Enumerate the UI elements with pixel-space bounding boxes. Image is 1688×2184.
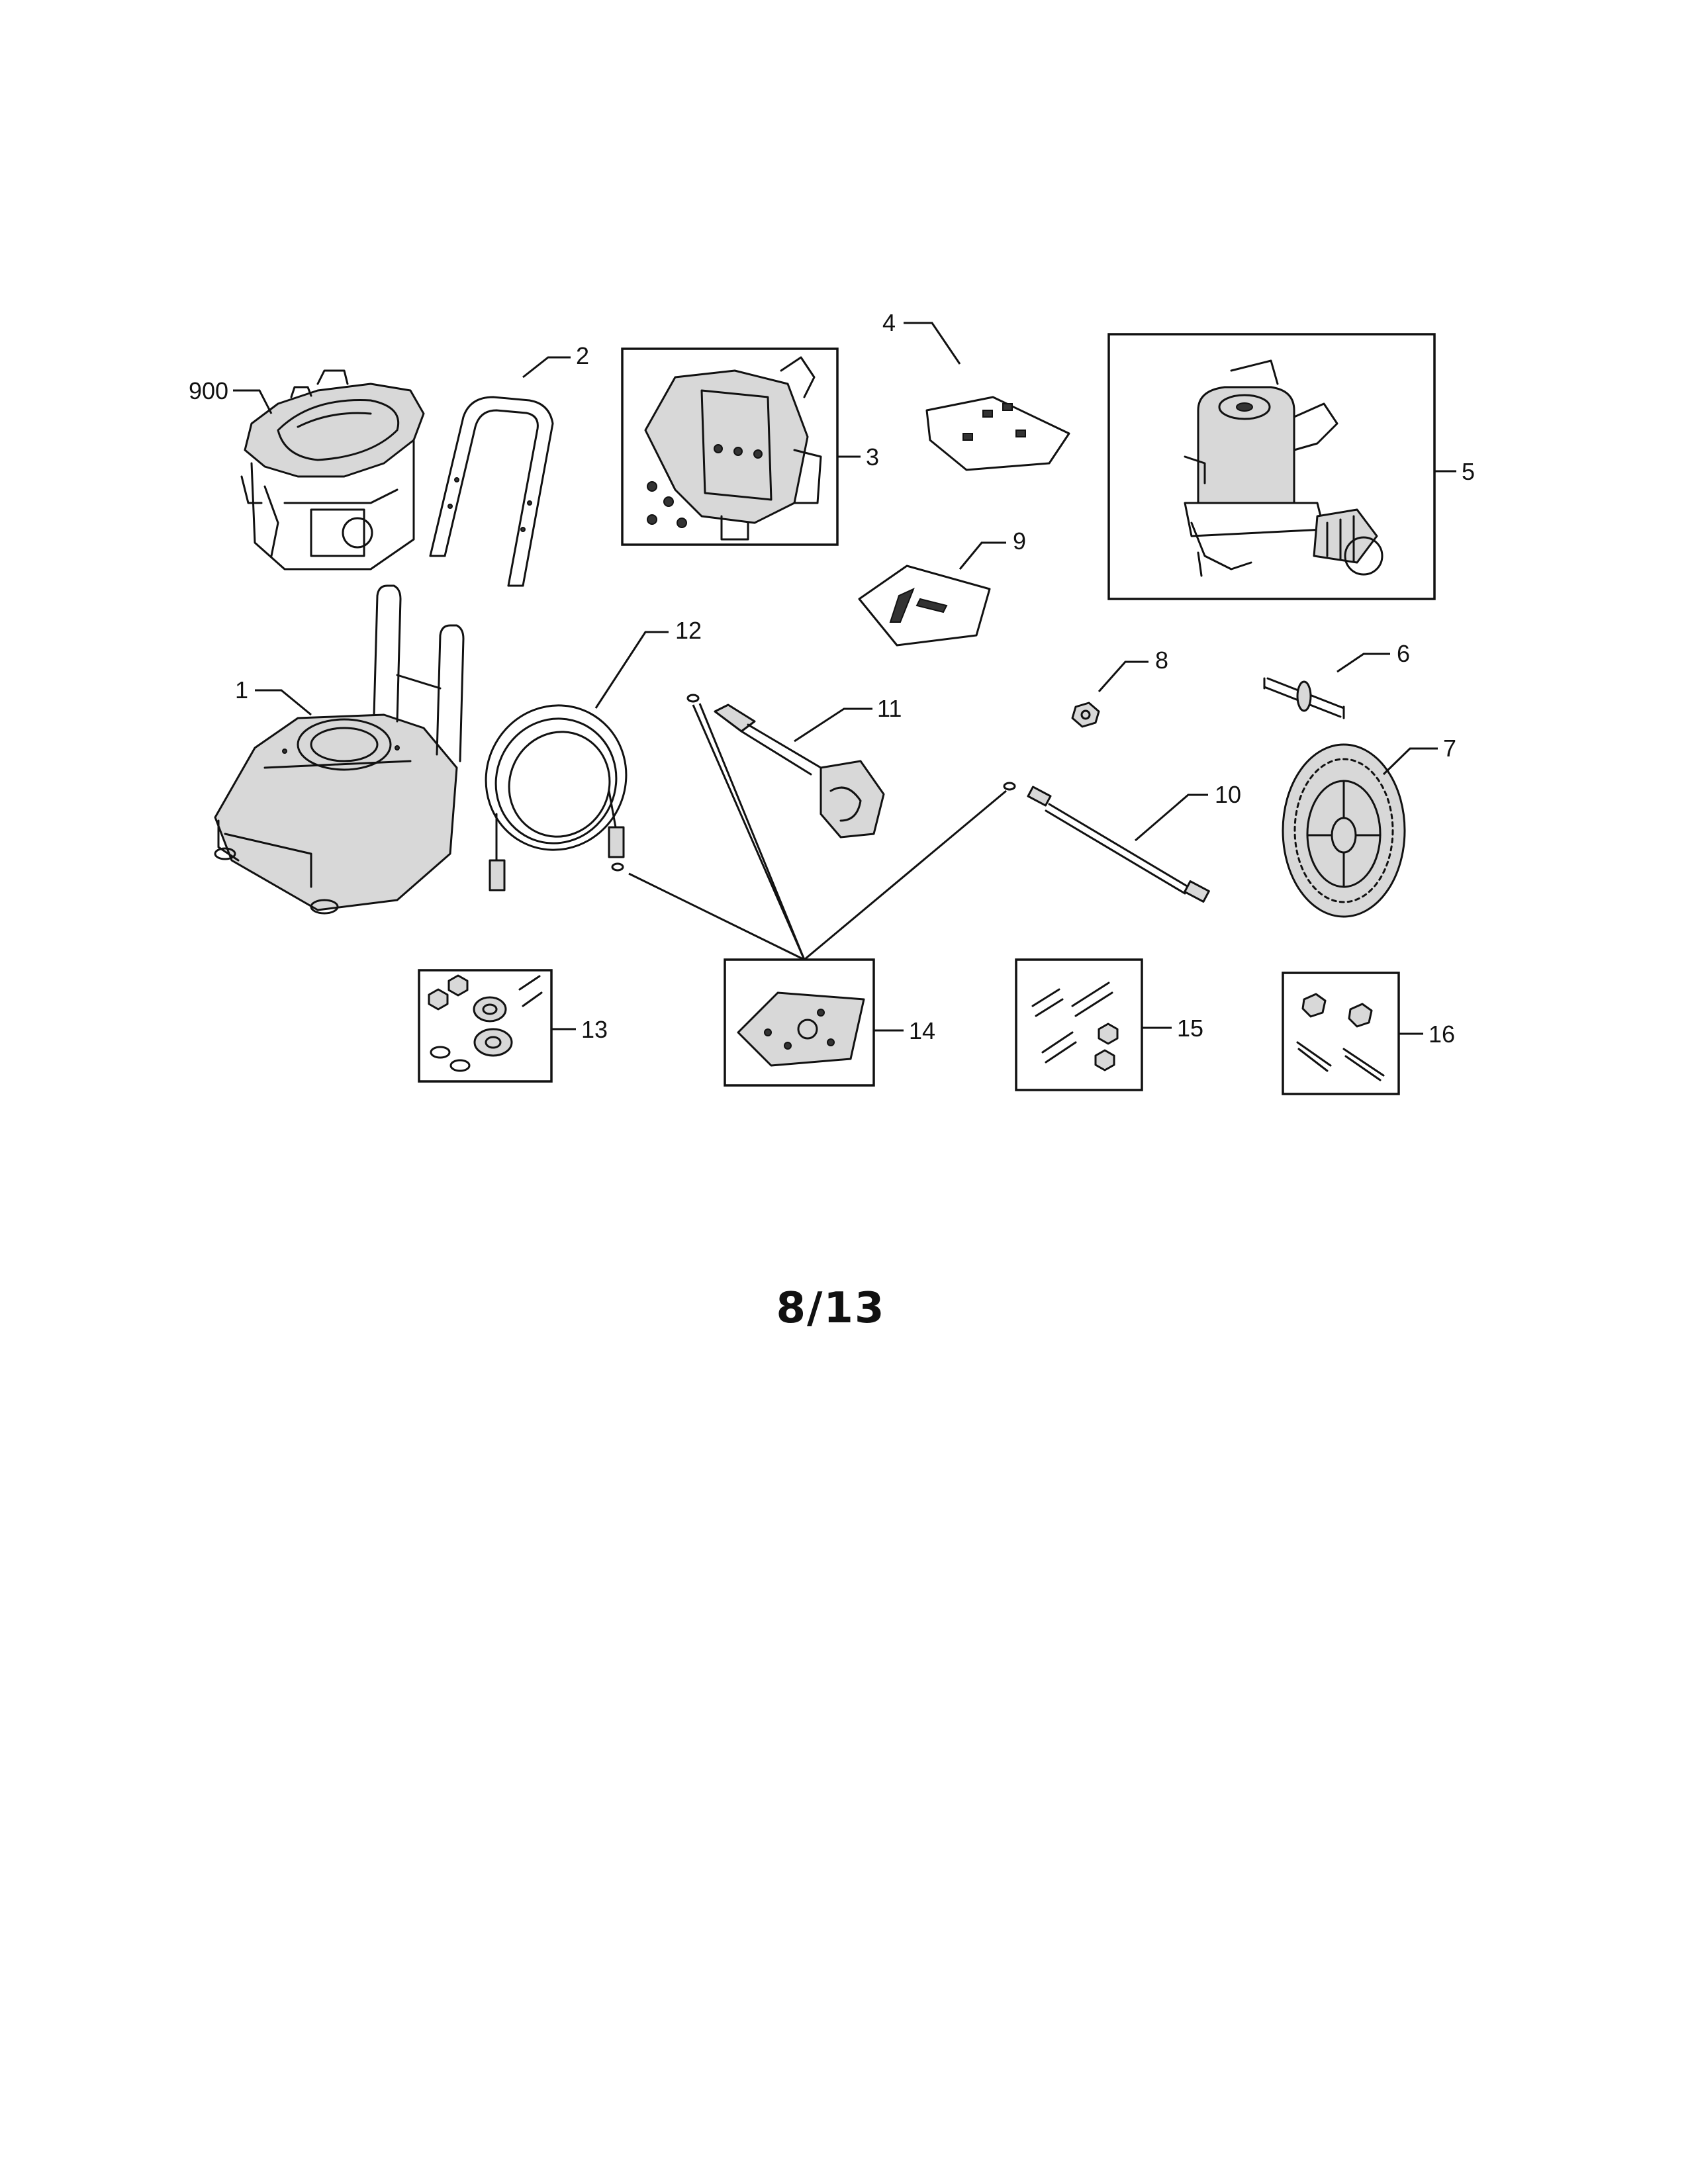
callout-label-16: 16 — [1429, 1021, 1455, 1048]
callout-7: 7 — [1382, 735, 1456, 776]
callout-5: 5 — [1434, 458, 1475, 485]
part-10-wand — [1003, 782, 1210, 903]
leader-lines-kit-14 — [628, 703, 1007, 961]
callout-900: 900 — [189, 377, 273, 414]
part-16-box — [1282, 972, 1400, 1095]
callout-3: 3 — [837, 443, 879, 471]
callout-1: 1 — [235, 676, 312, 716]
callout-label-13: 13 — [581, 1016, 608, 1043]
part-12-hose — [485, 704, 628, 891]
callout-16: 16 — [1399, 1021, 1455, 1048]
callout-2: 2 — [522, 342, 589, 379]
part-16-kit — [1282, 972, 1400, 1095]
callout-label-11: 11 — [877, 695, 902, 722]
part-15-kit — [1015, 958, 1143, 1091]
callout-label-4: 4 — [882, 309, 896, 336]
callout-10: 10 — [1135, 781, 1241, 842]
part-2-handle — [429, 396, 554, 587]
part-14-box — [724, 958, 875, 1087]
part-3-box — [621, 347, 839, 546]
part-8-nut — [1071, 702, 1100, 728]
part-5-box — [1107, 333, 1436, 600]
callout-15: 15 — [1142, 1015, 1203, 1042]
callout-11: 11 — [794, 695, 902, 743]
part-14-kit — [724, 958, 875, 1087]
part-5-pump — [1107, 333, 1436, 600]
callout-label-5: 5 — [1462, 458, 1475, 485]
callout-label-2: 2 — [576, 342, 589, 369]
callout-label-1: 1 — [235, 676, 248, 704]
callout-label-6: 6 — [1397, 640, 1410, 667]
part-1-frame — [214, 584, 465, 915]
callout-label-15: 15 — [1177, 1015, 1203, 1042]
part-9-decal-bag — [858, 565, 991, 647]
part-900-engine — [240, 369, 425, 570]
callout-13: 13 — [551, 1016, 608, 1043]
callout-label-12: 12 — [675, 617, 702, 644]
callout-8: 8 — [1098, 647, 1168, 692]
part-11-spray-gun — [686, 694, 885, 839]
part-15-box — [1015, 958, 1143, 1091]
part-6-axle — [1263, 677, 1345, 719]
callout-4: 4 — [882, 309, 961, 365]
part-4-hardware-bag — [925, 396, 1070, 471]
callout-label-3: 3 — [866, 443, 879, 471]
callout-12: 12 — [594, 617, 702, 709]
callout-label-8: 8 — [1155, 647, 1168, 674]
part-13-kit — [418, 969, 553, 1083]
part-3-panel-kit — [621, 347, 839, 546]
callout-label-14: 14 — [909, 1017, 935, 1044]
callout-6: 6 — [1336, 640, 1410, 673]
callout-9: 9 — [959, 527, 1026, 570]
callout-label-10: 10 — [1215, 781, 1241, 808]
page-number: 8/13 — [776, 1284, 886, 1333]
callout-label-7: 7 — [1443, 735, 1456, 762]
part-13-box — [418, 969, 553, 1083]
callout-label-900: 900 — [189, 377, 228, 404]
callout-label-9: 9 — [1013, 527, 1026, 555]
part-7-wheel — [1282, 743, 1406, 918]
callout-14: 14 — [874, 1017, 935, 1044]
